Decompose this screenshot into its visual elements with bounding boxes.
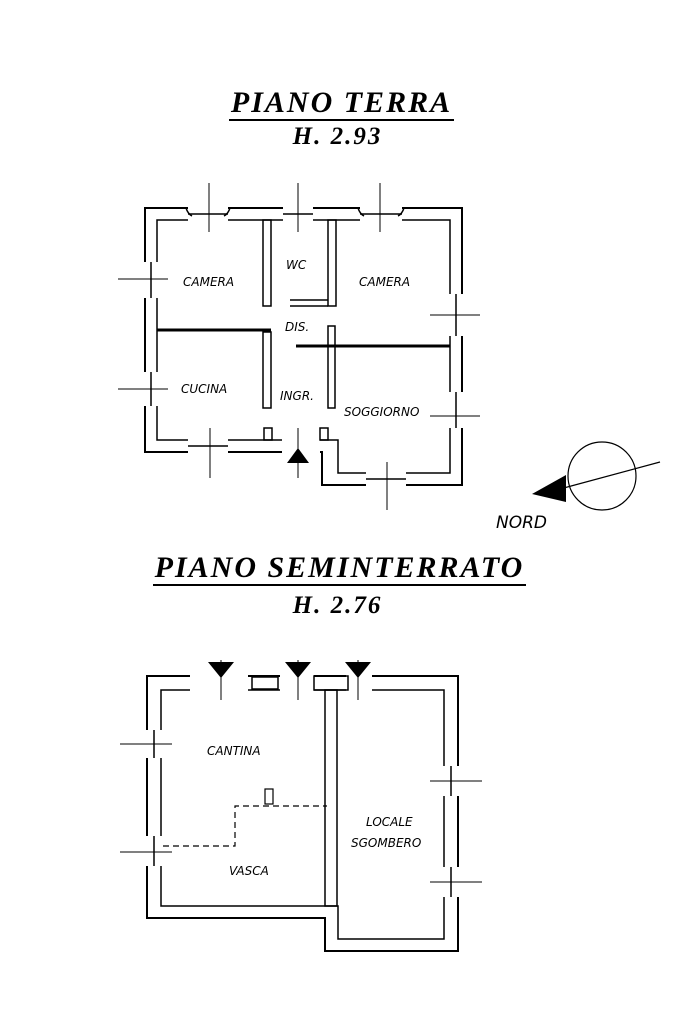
basement-labels: CANTINA VASCA LOCALE SGOMBERO [207, 744, 421, 878]
room-vasca: VASCA [229, 864, 269, 878]
north-label: NORD [496, 513, 547, 533]
ground-floor-title: PIANO TERRA [228, 86, 455, 121]
room-wc: WC [286, 258, 307, 272]
basement-plan [120, 660, 482, 952]
basement-height: H. 2.76 [292, 592, 383, 619]
room-camera-right: CAMERA [359, 275, 410, 289]
ground-floor-labels: CAMERA WC CAMERA DIS. CUCINA INGR. SOGGI… [181, 258, 419, 419]
basement-title: PIANO SEMINTERRATO [152, 551, 527, 586]
north-arrow-icon [532, 475, 566, 502]
room-soggiorno: SOGGIORNO [344, 405, 419, 419]
room-sgombero: SGOMBERO [351, 836, 421, 850]
room-cucina: CUCINA [181, 382, 227, 396]
ground-floor-height: H. 2.93 [292, 123, 383, 150]
room-ingr: INGR. [280, 389, 314, 403]
room-cantina: CANTINA [207, 744, 261, 758]
north-compass: NORD [496, 441, 661, 533]
ground-floor-plan [118, 183, 480, 510]
room-locale: LOCALE [366, 815, 413, 829]
room-dis: DIS. [285, 320, 309, 334]
room-camera-left: CAMERA [183, 275, 234, 289]
compass-circle-icon [567, 441, 637, 511]
